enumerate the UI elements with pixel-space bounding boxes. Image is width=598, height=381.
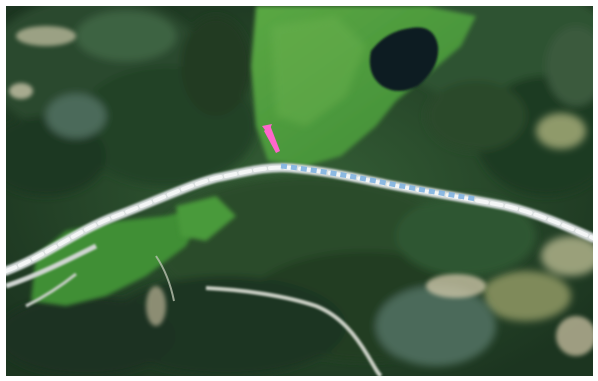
- mountain-slopes-upper-left: [6, 6, 256, 196]
- lake: [369, 27, 439, 92]
- forest-central-ridge: [6, 176, 536, 376]
- scree-right: [481, 113, 593, 321]
- meadow-patch: [176, 196, 236, 241]
- side-creek: [155, 255, 175, 302]
- tributary-stream: [205, 286, 383, 376]
- pin-arrow-icon[interactable]: [262, 124, 280, 153]
- scree-patches: [9, 26, 593, 356]
- meadow-highlight: [271, 16, 366, 126]
- river-highlight: [280, 163, 477, 202]
- satellite-map[interactable]: [6, 6, 593, 376]
- satellite-imagery[interactable]: [6, 6, 593, 376]
